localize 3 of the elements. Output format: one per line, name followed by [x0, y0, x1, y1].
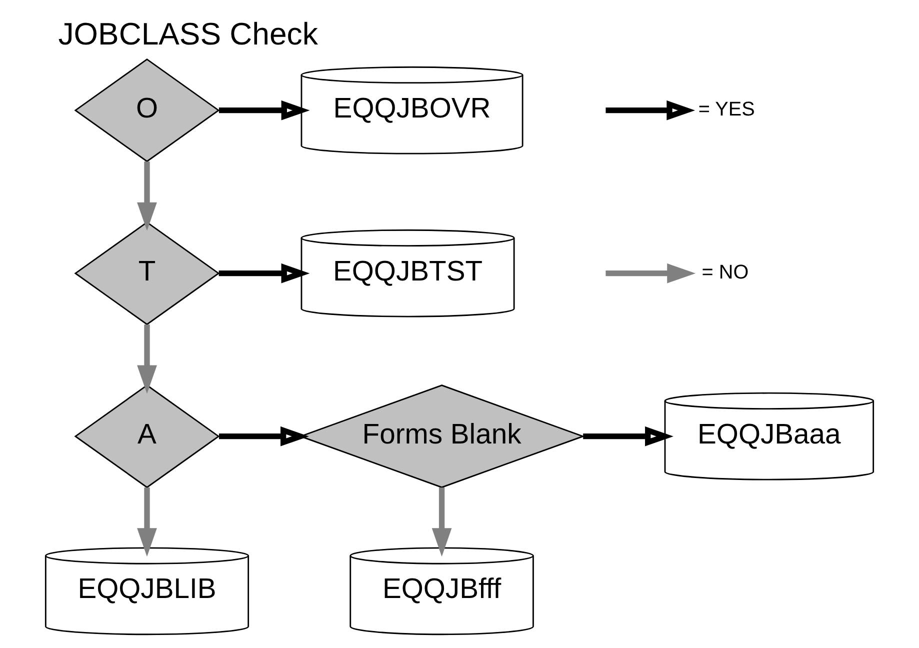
diagram-title: JOBCLASS Check — [58, 16, 318, 52]
legend-label: = NO — [702, 262, 749, 284]
legend-label: = YES — [698, 98, 755, 121]
